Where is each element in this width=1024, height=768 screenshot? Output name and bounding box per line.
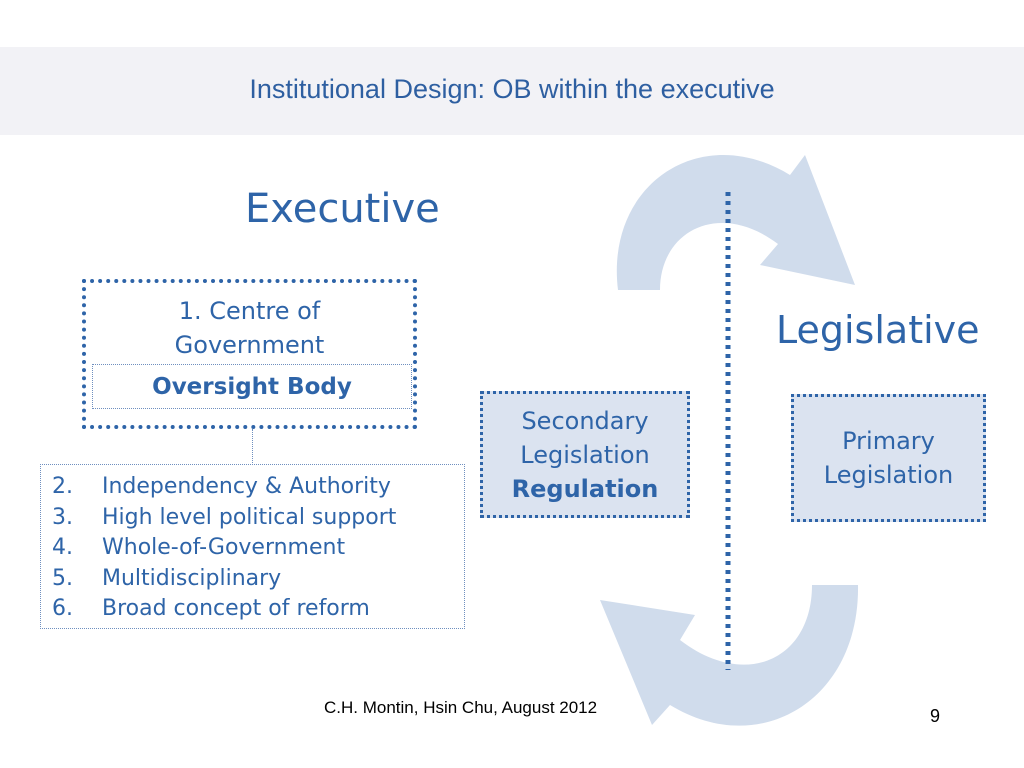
secondary-legislation-box <box>480 391 690 518</box>
centre-of-government-box <box>82 279 417 429</box>
list-item: 6.Broad concept of reform <box>52 596 370 621</box>
primary-legislation-label: Primary Legislation <box>791 424 986 492</box>
oversight-body-box: Oversight Body <box>92 364 412 409</box>
secondary-line1: Secondary <box>521 407 649 435</box>
regulation-label: Regulation <box>511 475 659 503</box>
secondary-line2: Legislation <box>520 441 650 469</box>
primary-legislation-box <box>791 394 986 522</box>
executive-heading: Executive <box>245 186 440 232</box>
top-cycle-arrow <box>616 155 855 290</box>
header-band <box>0 47 1024 135</box>
centre-of-government-line1: 1. Centre of <box>178 297 321 325</box>
legislative-heading: Legislative <box>776 308 980 352</box>
secondary-legislation-label: Secondary Legislation Regulation <box>480 404 690 506</box>
principles-box <box>40 464 465 629</box>
page-number: 9 <box>930 706 941 726</box>
bottom-cycle-arrow <box>600 585 859 726</box>
slide-title: Institutional Design: OB within the exec… <box>249 74 775 104</box>
list-item: 2.Independency & Authority <box>52 474 391 499</box>
list-item: 5.Multidisciplinary <box>52 565 282 591</box>
list-item: 4.Whole-of-Government <box>52 535 346 560</box>
list-item: 3.High level political support <box>52 504 397 530</box>
primary-line2: Legislation <box>823 461 954 489</box>
principles-list: 2.Independency & Authority 3.High level … <box>52 472 396 625</box>
connector-line <box>252 429 253 465</box>
footer-credit: C.H. Montin, Hsin Chu, August 2012 <box>324 698 598 717</box>
primary-line1: Primary <box>842 427 935 455</box>
centre-of-government-label: 1. Centre of Government <box>82 294 417 362</box>
centre-of-government-line2: Government <box>174 331 325 359</box>
